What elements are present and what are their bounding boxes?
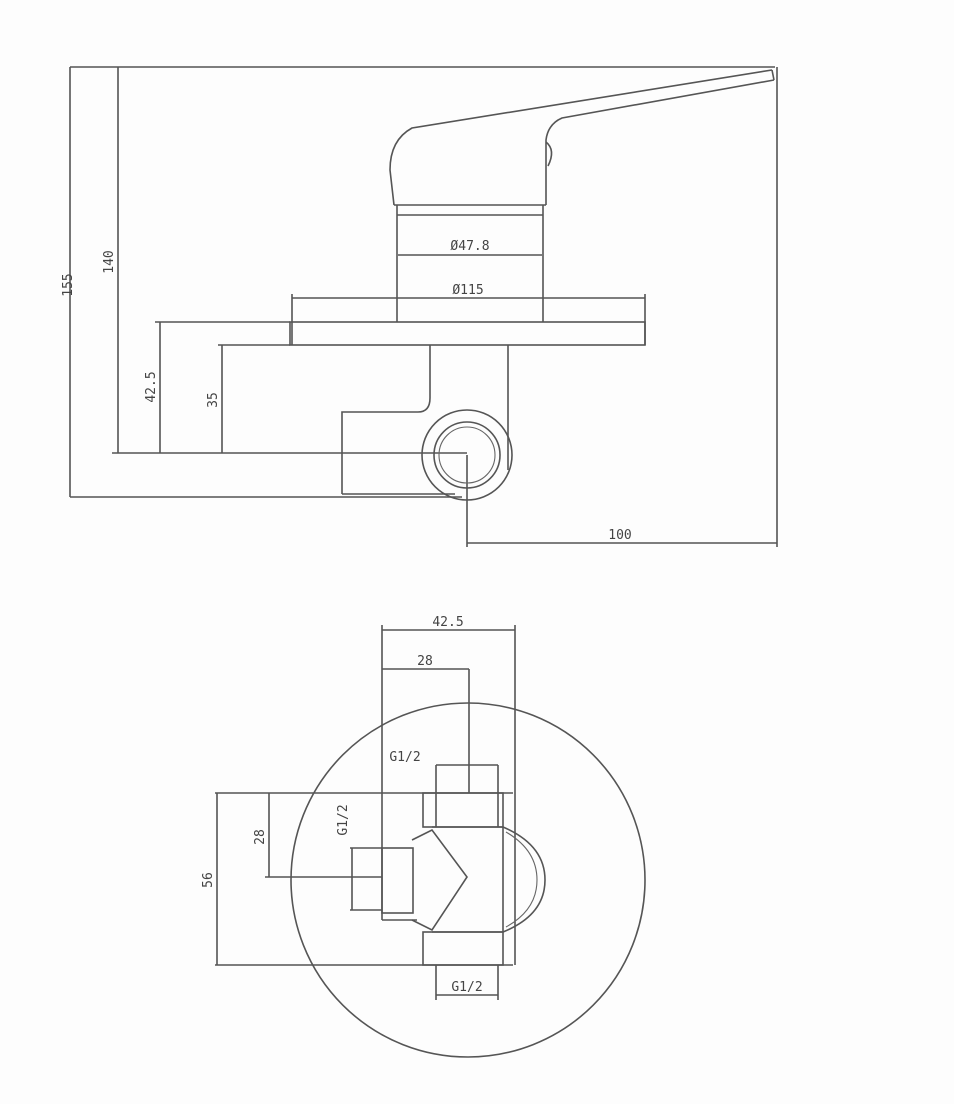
lever-tip — [771, 69, 775, 81]
dim-115-label: Ø115 — [452, 283, 483, 298]
side-view: 155 140 42.5 35 Ø47.8 Ø115 100 — [61, 66, 778, 547]
lever-handle-bottom — [545, 79, 775, 205]
front-view: 42.5 28 G1/2 G1/2 28 56 G1/2 — [201, 615, 646, 1058]
lever-handle-top — [389, 69, 773, 206]
outlet-middle-circle — [433, 421, 501, 489]
thread-top-label: G1/2 — [389, 750, 420, 765]
dim-100-label: 100 — [608, 528, 631, 543]
dim-28-width-label: 28 — [417, 654, 433, 669]
thread-left-label: G1/2 — [336, 804, 351, 835]
dim-28-height-label: 28 — [253, 829, 268, 845]
dim-35-label: 35 — [206, 392, 221, 408]
bottom-port — [422, 931, 504, 966]
dim-140-label: 140 — [102, 250, 117, 273]
thread-bottom-label: G1/2 — [451, 980, 482, 995]
wall-plate — [289, 321, 646, 346]
valve-v-shape — [411, 828, 468, 932]
dim-42-5-label: 42.5 — [144, 371, 159, 402]
valve-body-outline — [341, 345, 431, 494]
left-inlet-port — [381, 847, 414, 914]
cartridge-arc-outer — [502, 826, 546, 933]
dim-56-label: 56 — [201, 872, 216, 888]
top-port — [422, 792, 504, 828]
dim-42-5-label: 42.5 — [432, 615, 463, 630]
dim-47-8-label: Ø47.8 — [450, 239, 489, 254]
outlet-inner-circle — [438, 426, 496, 484]
outlet-outer-circle — [421, 409, 513, 501]
cartridge-arc-inner — [505, 831, 538, 928]
lever-button — [545, 141, 553, 167]
wall-plate-circle — [290, 702, 646, 1058]
dim-155-label: 155 — [61, 273, 76, 296]
